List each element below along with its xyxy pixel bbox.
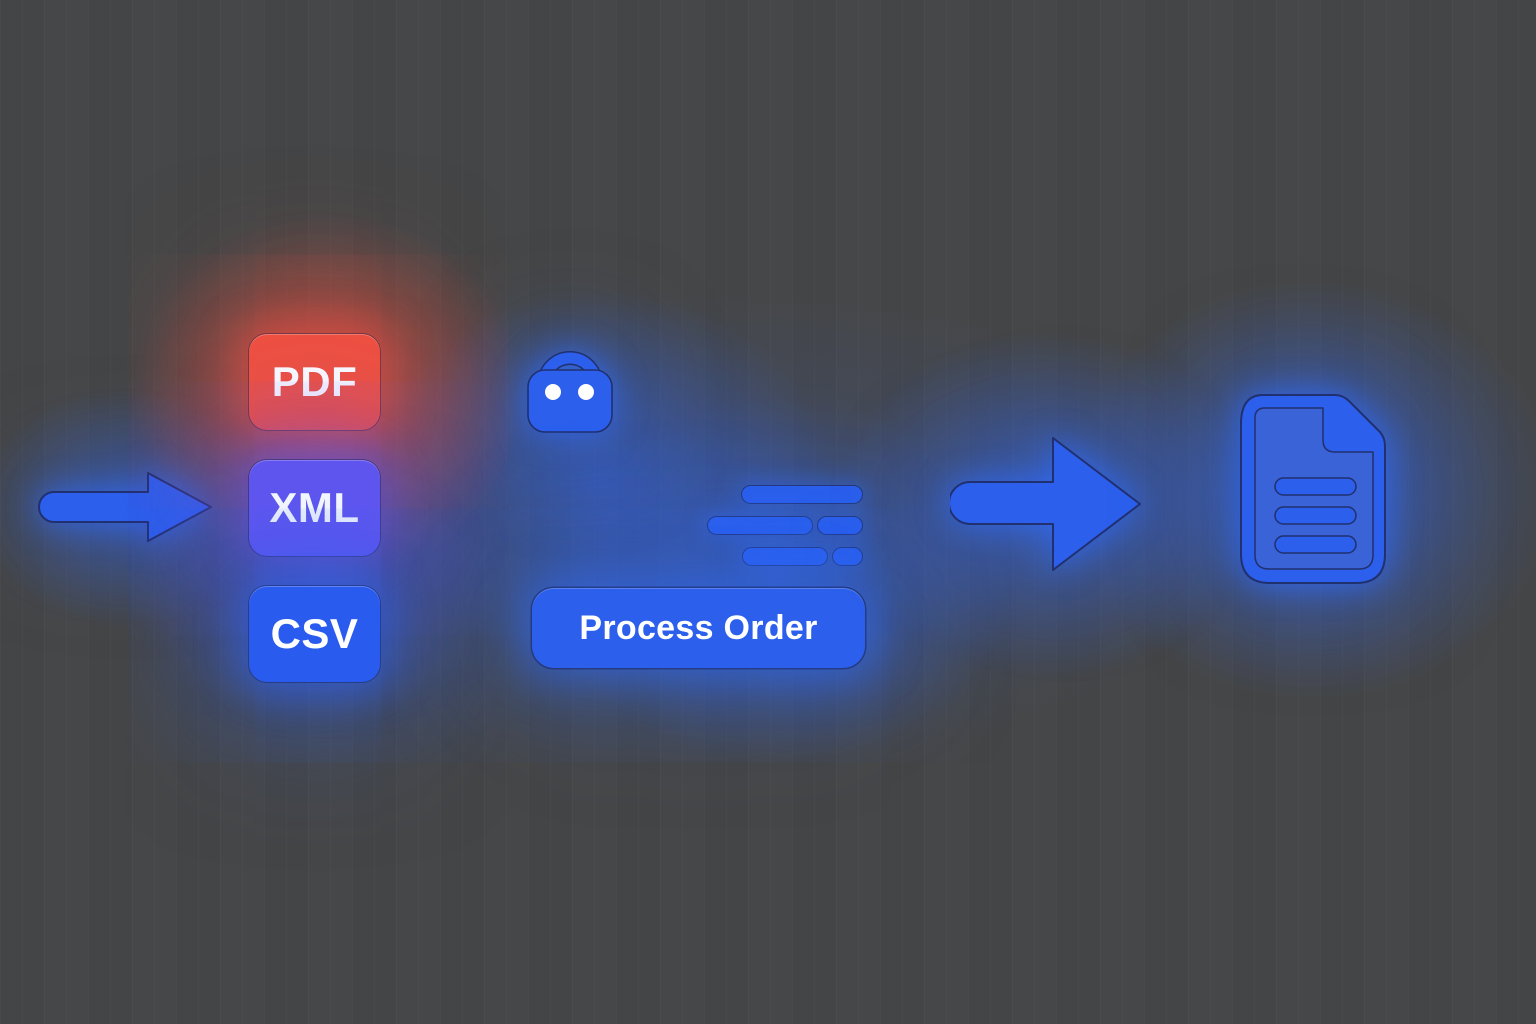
format-badge-csv: CSV	[249, 586, 380, 682]
text-line	[818, 517, 862, 534]
format-badge-xml: XML	[249, 460, 380, 556]
output-arrow-icon	[950, 437, 1141, 571]
document-icon	[1240, 394, 1386, 584]
process-order-button[interactable]: Process Order	[532, 588, 865, 668]
badge-label: PDF	[271, 358, 358, 405]
text-line	[708, 517, 812, 534]
process-order-label: Process Order	[579, 608, 818, 647]
order-summary-lines	[708, 486, 864, 568]
format-badge-pdf: PDF	[249, 334, 380, 430]
text-line	[743, 548, 827, 565]
badge-label: CSV	[270, 610, 359, 657]
input-arrow-icon	[38, 472, 212, 542]
text-line	[833, 548, 862, 565]
format-badges: PDF XML CSV	[249, 334, 380, 682]
badge-label: XML	[269, 484, 360, 531]
shopping-bag-icon	[527, 351, 613, 433]
text-line	[742, 486, 862, 503]
